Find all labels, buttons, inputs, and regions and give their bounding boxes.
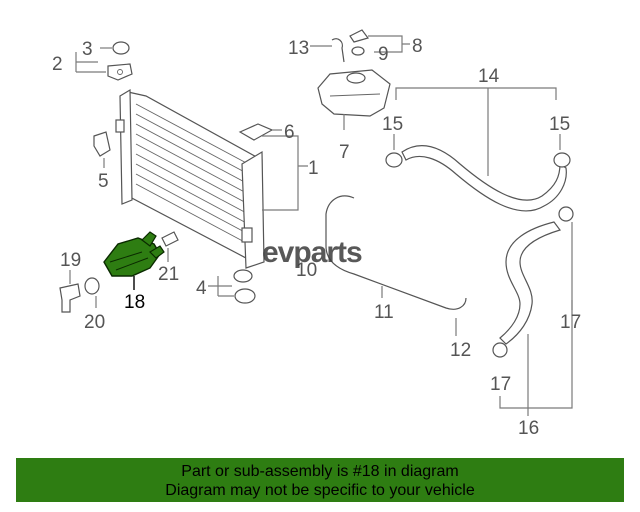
part-14-upper-hose[interactable] <box>401 145 567 212</box>
callout-8: 8 <box>412 36 423 57</box>
banner-line-disclaimer: Diagram may not be specific to your vehi… <box>165 482 475 499</box>
callout-17-bottom: 17 <box>490 374 511 395</box>
callout-18-highlighted: 18 <box>124 292 145 313</box>
part-7-reservoir[interactable] <box>317 69 391 117</box>
radiator[interactable] <box>115 88 265 269</box>
callout-1: 1 <box>308 158 319 179</box>
part-3-cap[interactable] <box>112 41 130 55</box>
part-17-clamp-bottom[interactable] <box>492 342 508 358</box>
part-6-cap[interactable] <box>238 123 274 141</box>
callout-4: 4 <box>196 278 207 299</box>
info-banner: Part or sub-assembly is #18 in diagram D… <box>16 458 624 502</box>
callout-12: 12 <box>450 340 471 361</box>
callout-16: 16 <box>518 418 539 439</box>
callout-19: 19 <box>60 250 81 271</box>
banner-line-part-number: Part or sub-assembly is #18 in diagram <box>181 463 459 480</box>
callout-2: 2 <box>52 54 63 75</box>
callout-20: 20 <box>84 312 105 333</box>
callout-14: 14 <box>478 66 500 87</box>
part-8-cap[interactable] <box>349 29 370 43</box>
part-15-clamp-left[interactable] <box>385 152 403 168</box>
callout-3: 3 <box>82 39 93 60</box>
part-18-highlighted-assembly[interactable] <box>103 231 165 277</box>
part-5-bracket[interactable] <box>93 131 111 157</box>
part-20-plug[interactable] <box>84 277 100 295</box>
part-11-hose-pipe[interactable] <box>325 195 467 310</box>
part-19-fitting[interactable] <box>59 283 81 313</box>
part-9-washer[interactable] <box>351 46 365 56</box>
callout-17-right: 17 <box>560 312 581 333</box>
part-15-clamp-right[interactable] <box>553 152 571 168</box>
part-2-bracket[interactable] <box>107 63 133 81</box>
part-17-clamp-top[interactable] <box>558 206 574 222</box>
callout-7: 7 <box>339 142 350 163</box>
callout-15-left: 15 <box>382 114 403 135</box>
part-21-sensor[interactable] <box>161 231 179 247</box>
exploded-parts-diagram: 1 2 3 4 5 6 7 8 9 10 11 12 13 14 15 15 1… <box>52 29 581 439</box>
callout-6: 6 <box>284 122 295 143</box>
callout-13: 13 <box>288 38 309 59</box>
part-4-grommet[interactable] <box>233 269 256 304</box>
callout-21: 21 <box>158 264 179 285</box>
part-16-lower-hose[interactable] <box>499 221 561 345</box>
callout-10: 10 <box>296 260 317 281</box>
callout-5: 5 <box>98 171 109 192</box>
callout-15-right: 15 <box>549 114 570 135</box>
callout-11: 11 <box>374 302 394 323</box>
callout-9: 9 <box>378 44 389 65</box>
evparts-watermark: evparts <box>262 236 363 269</box>
